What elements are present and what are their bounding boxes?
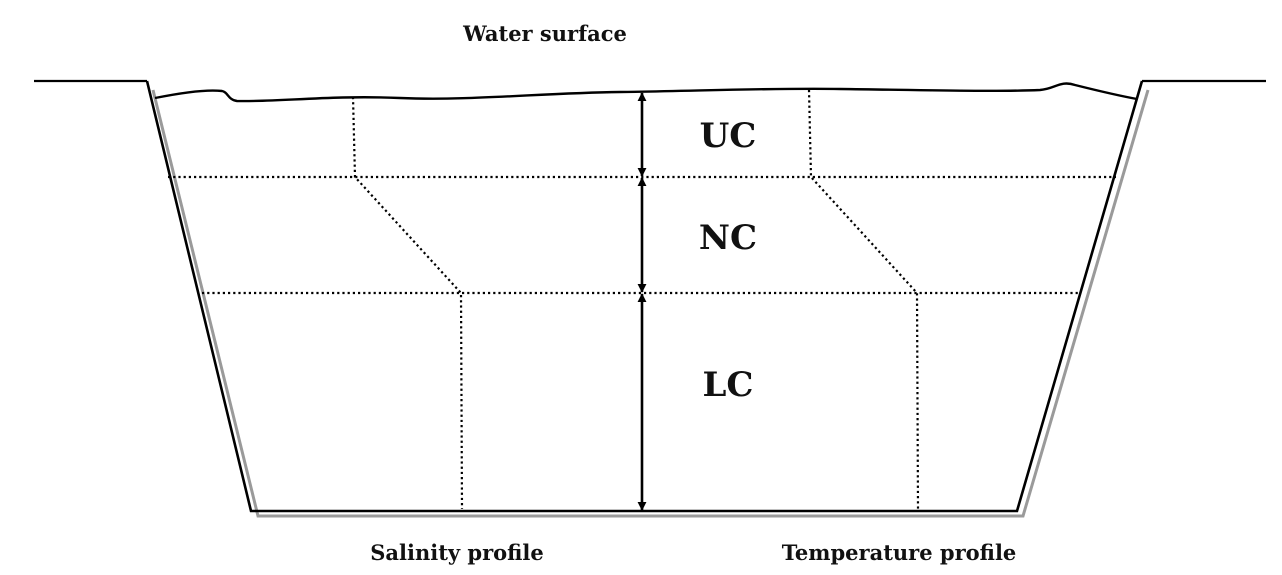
upper-zone-label: UC	[700, 116, 757, 156]
water-surface-line	[154, 82, 1138, 103]
salinity-profile-curve	[351, 96, 464, 510]
pond-liner	[151, 89, 1150, 518]
salinity-profile-label: Salinity profile	[370, 540, 544, 565]
pond-walls	[145, 80, 1144, 513]
water-surface-label: Water surface	[462, 21, 627, 46]
temperature-profile-label: Temperature profile	[782, 540, 1017, 565]
lower-zone-label: LC	[703, 365, 754, 405]
middle-zone-label: NC	[699, 218, 757, 258]
temperature-profile-curve	[807, 89, 920, 510]
